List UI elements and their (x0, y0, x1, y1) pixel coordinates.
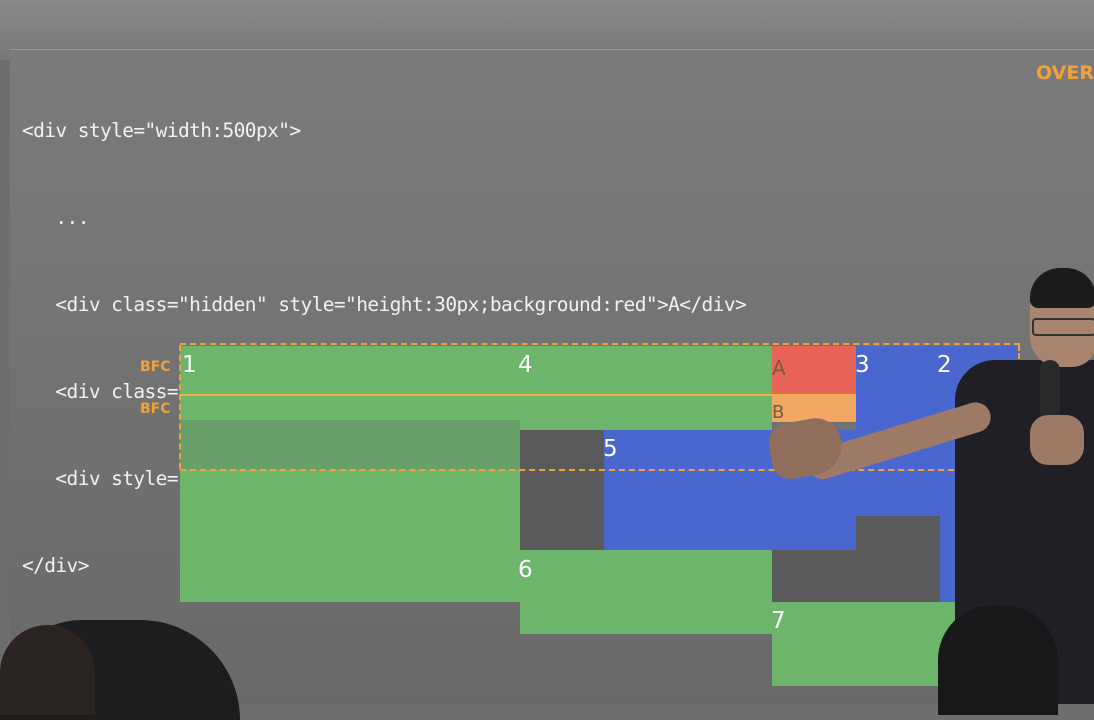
block-number: 4 (518, 352, 533, 378)
block-gap-3 (772, 550, 856, 602)
bfc-divider (180, 394, 856, 396)
block-number: 1 (182, 352, 197, 378)
bfc-boundary-top (180, 343, 1020, 345)
presenter-fist (1030, 415, 1084, 465)
block-shadow (180, 420, 520, 470)
presenter-hair (1030, 268, 1094, 308)
code-line: <div class="hidden" style="height:30px;b… (22, 293, 747, 316)
block-letter: B (772, 402, 785, 423)
block-number: 2 (937, 352, 952, 378)
block-number: 7 (771, 608, 786, 634)
block-7 (772, 602, 968, 686)
block-gap-2 (856, 516, 940, 602)
audience-head (0, 625, 95, 715)
block-letter: A (772, 356, 786, 380)
bfc-boundary-left (179, 345, 181, 469)
code-line: <div style="width:500px"> (22, 119, 301, 142)
bfc-boundary-right (1018, 345, 1020, 367)
bfc-boundary-bottom (180, 469, 1004, 471)
bfc-label: BFC (140, 401, 171, 417)
block-number: 5 (603, 436, 618, 462)
code-line: ... (22, 206, 89, 229)
block-number: 3 (855, 352, 870, 378)
block-6 (520, 550, 772, 634)
block-number: 6 (518, 557, 533, 583)
code-line: </div> (22, 554, 89, 577)
block-gap (520, 430, 604, 550)
bfc-label: BFC (140, 359, 171, 375)
block-a (772, 346, 856, 396)
slide-corner-tag: OVER (1036, 62, 1094, 84)
microphone-icon (1040, 360, 1060, 422)
glasses-icon (1032, 318, 1094, 336)
audience-head (938, 605, 1058, 715)
